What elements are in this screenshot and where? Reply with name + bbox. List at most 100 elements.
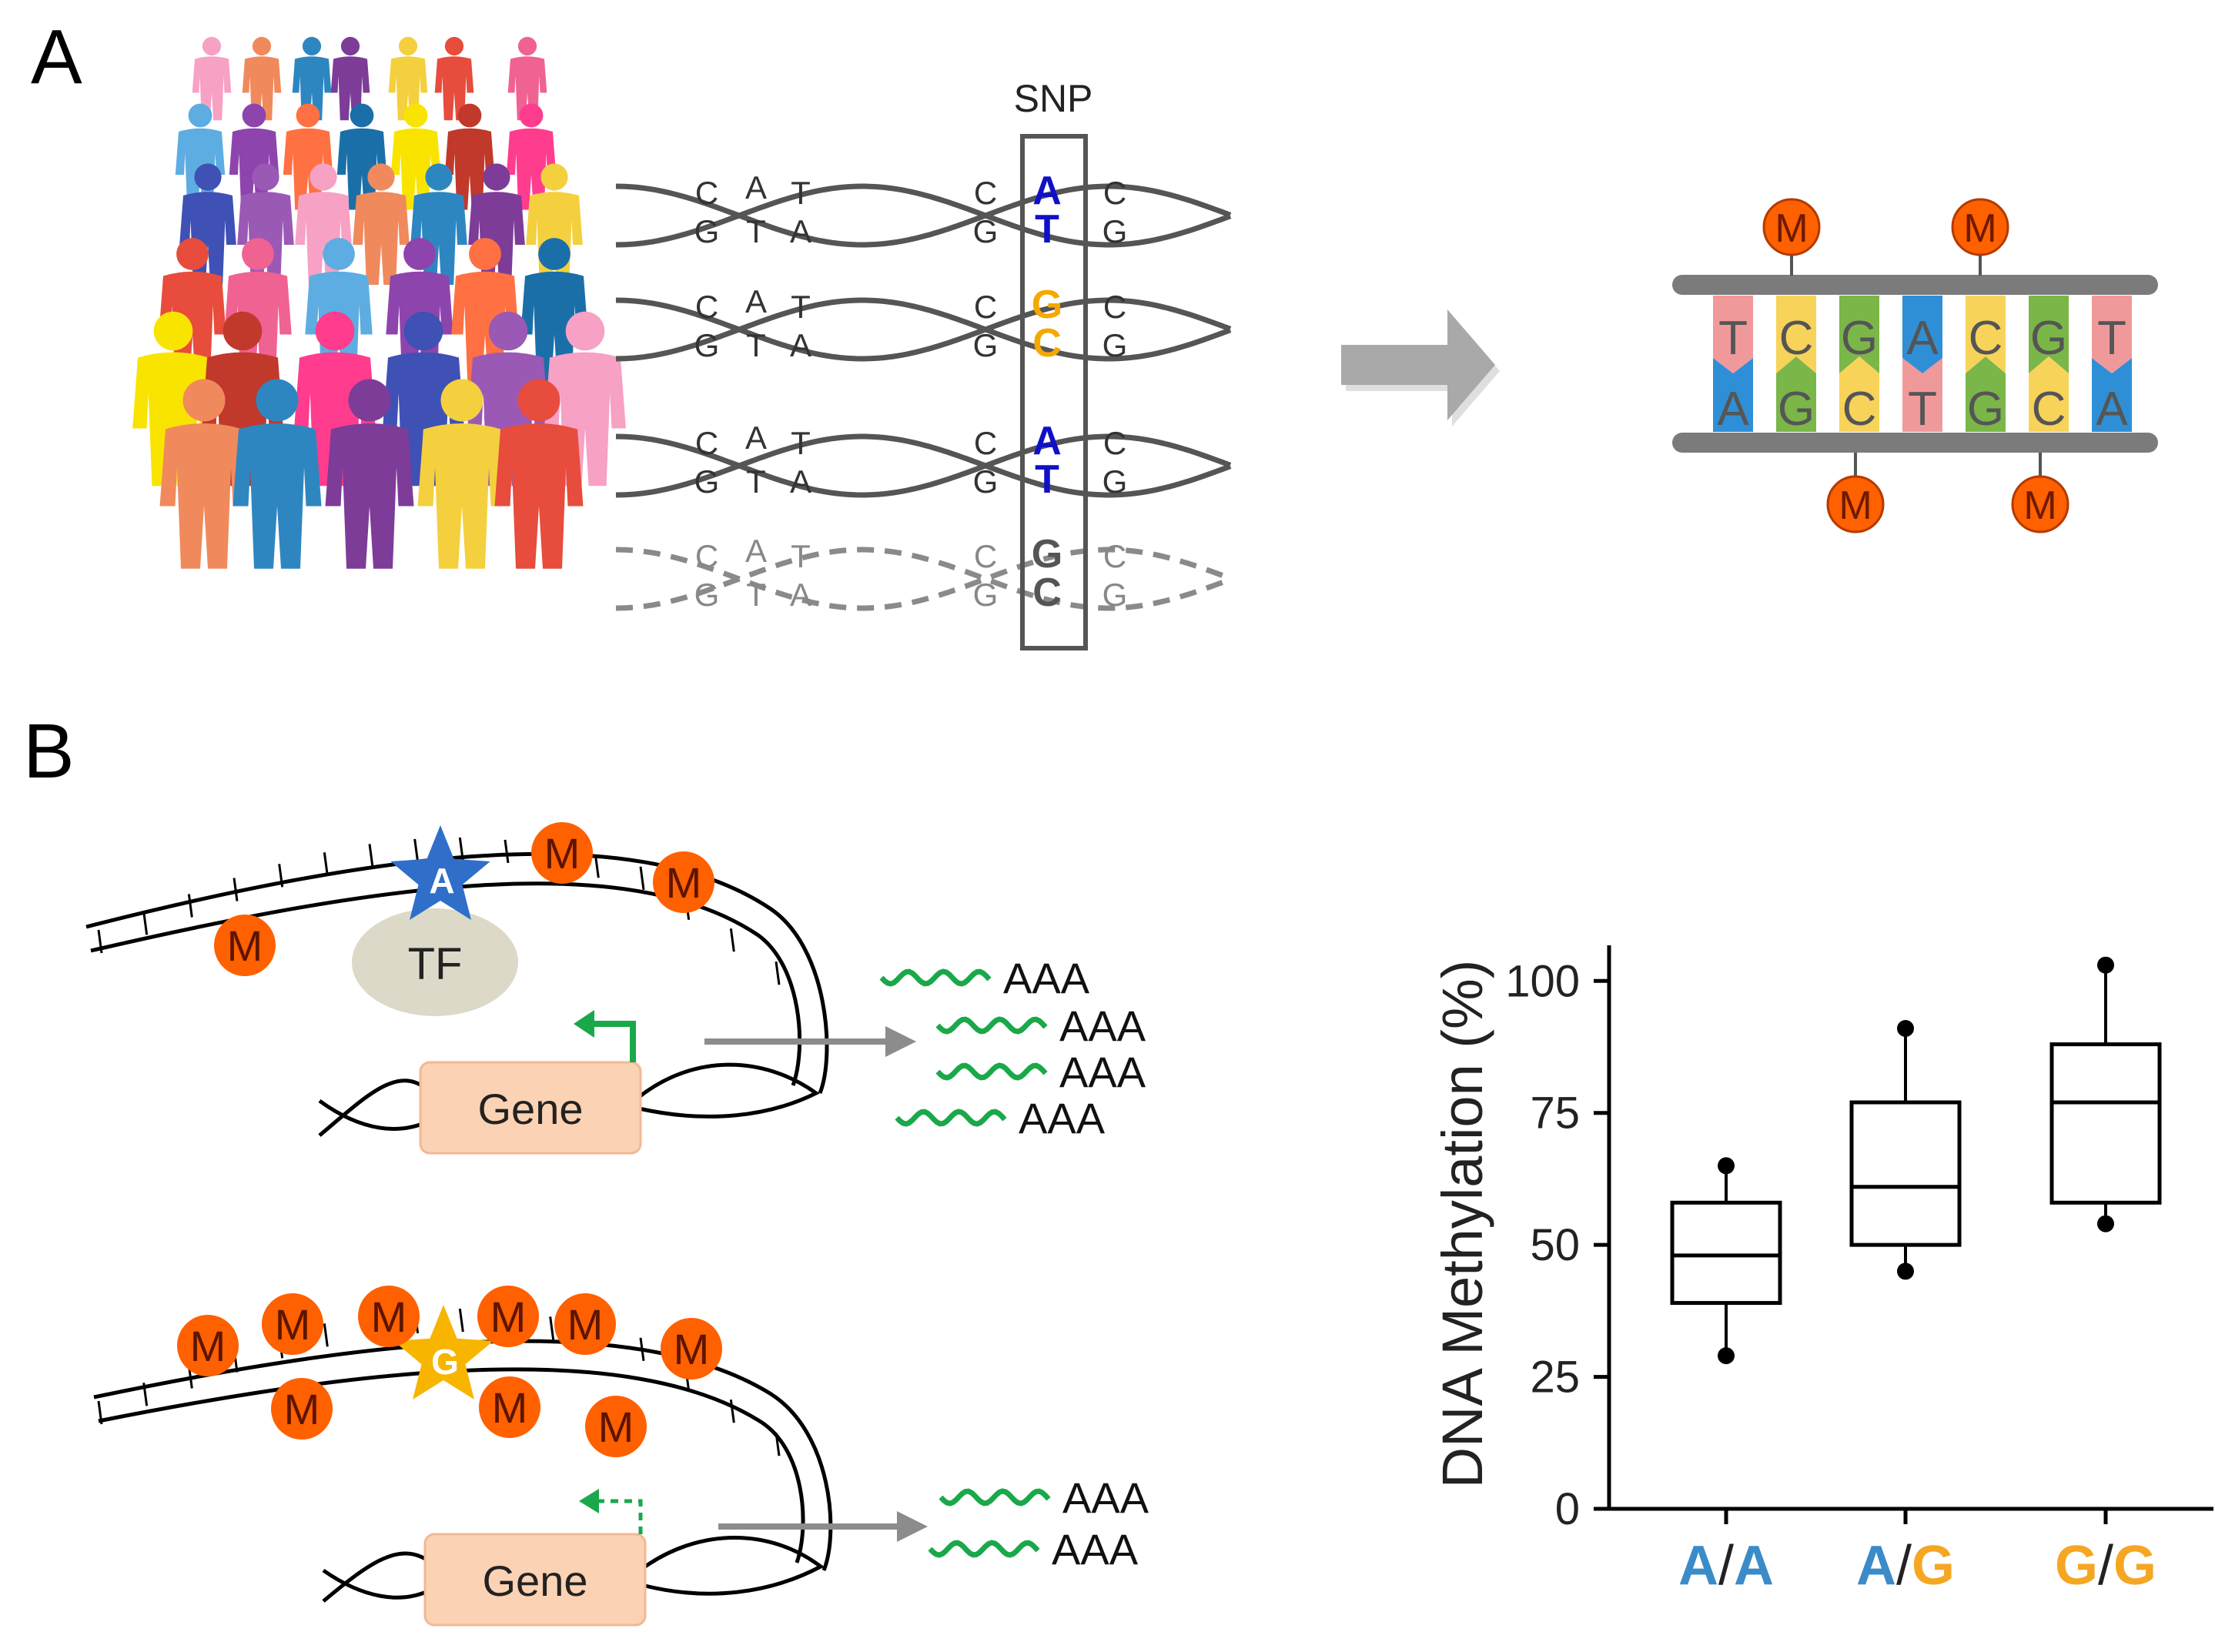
person-head	[517, 379, 560, 422]
ladder-base-top-5: C	[1969, 312, 2003, 365]
person-head	[302, 36, 322, 56]
polya-tail-label: AAA	[1019, 1094, 1106, 1142]
base-pair-bottom-2	[1776, 356, 1816, 432]
population-crowd	[132, 36, 626, 569]
person-head	[242, 238, 274, 270]
person-icon	[390, 103, 441, 210]
base-bottom-3-6: G	[1102, 463, 1128, 500]
base-bottom-2-3: A	[790, 327, 811, 363]
x-category-label: G/G	[2055, 1535, 2156, 1597]
person-icon	[353, 163, 410, 285]
base-bottom-2-2: T	[746, 327, 766, 363]
base-bottom-4-3: A	[790, 577, 811, 613]
ladder-base-top-4: A	[1906, 312, 1939, 365]
base-bottom-3-2: T	[746, 463, 766, 500]
base-top-2-6: C	[1103, 289, 1126, 325]
methyl-label-3: M	[1839, 483, 1872, 528]
base-bottom-4-6: G	[1102, 577, 1128, 613]
chromatin-rung	[775, 961, 781, 985]
x-category-label: A/G	[1856, 1535, 1955, 1597]
person-head	[242, 103, 266, 128]
mrna-wave	[895, 1109, 1007, 1127]
methyl-label: M	[284, 1385, 320, 1433]
base-bottom-2-6: G	[1102, 327, 1128, 363]
base-bottom-1-2: T	[746, 213, 766, 249]
person-head	[519, 103, 544, 128]
base-top-3-3: T	[791, 425, 811, 461]
promoter-arrow-active-icon	[589, 1021, 636, 1062]
person-head	[348, 379, 391, 422]
methyl-circle-3	[1826, 475, 1885, 533]
person-body	[237, 192, 294, 285]
panel-b-label: B	[23, 708, 75, 794]
person-head	[323, 238, 355, 270]
base-top-4-6: C	[1103, 538, 1126, 574]
base-bottom-3-1: G	[694, 463, 720, 500]
person-head	[469, 238, 501, 270]
person-head	[315, 311, 355, 351]
base-bottom-4-2: T	[746, 577, 766, 613]
base-top-2-1: C	[695, 289, 718, 325]
methyl-circle	[477, 1286, 539, 1347]
person-icon	[336, 103, 387, 210]
y-tick-label: 25	[1530, 1353, 1580, 1403]
chromatin-rung	[323, 1323, 329, 1347]
person-head	[538, 238, 570, 270]
mrna-wave	[935, 1062, 1048, 1081]
base-bottom-4-5: C	[1032, 570, 1062, 615]
chromatin-rung	[775, 1433, 781, 1456]
base-bottom-1-4: G	[973, 213, 999, 249]
base-top-4-3: T	[791, 538, 811, 574]
methyl-circle	[358, 1286, 420, 1347]
chromatin-rung	[278, 864, 284, 888]
base-top-1-5: A	[1032, 169, 1062, 213]
ladder-base-bottom-1: A	[1717, 383, 1749, 436]
person-head	[398, 36, 418, 56]
person-head	[403, 311, 443, 351]
base-pair-bottom-4	[1902, 358, 1942, 432]
methyl-circle-1	[1762, 198, 1821, 256]
base-top-3-6: C	[1103, 425, 1126, 461]
person-head	[517, 36, 537, 56]
methyl-label: M	[598, 1403, 634, 1451]
person-head	[457, 103, 482, 128]
methyl-label: M	[371, 1293, 407, 1341]
allele-g-star-label: G	[431, 1342, 459, 1382]
base-top-1-3: T	[791, 175, 811, 211]
transcription-arrow-upper-icon	[704, 1026, 916, 1057]
base-pair-bottom-7	[2092, 358, 2132, 432]
person-head	[176, 238, 209, 270]
polya-tail-label: AAA	[1059, 1002, 1146, 1050]
person-body	[159, 423, 249, 569]
base-bottom-4-4: G	[973, 577, 999, 613]
chromatin-rung	[729, 1399, 735, 1423]
base-bottom-1-5: T	[1035, 207, 1059, 252]
person-icon	[417, 379, 507, 569]
chromatin-rung	[368, 844, 374, 868]
person-body	[434, 56, 474, 121]
person-head	[444, 36, 464, 56]
allele-a-star-icon: A	[390, 825, 490, 920]
methylation-marks-upper: MMM	[214, 822, 714, 976]
person-body	[336, 128, 387, 210]
methyl-circle	[531, 822, 593, 884]
person-head	[403, 238, 436, 270]
dna-backbone-3-a	[615, 433, 1232, 498]
chromatin-rung	[639, 866, 645, 891]
max-point	[1897, 1020, 1914, 1037]
chromatin-rung	[97, 929, 103, 954]
person-body	[468, 192, 525, 285]
chromatin-rung	[413, 838, 420, 863]
base-bottom-3-5: T	[1035, 457, 1059, 502]
polya-tail-label: AAA	[1062, 1473, 1149, 1522]
transcription-factor	[352, 908, 518, 1016]
person-body	[292, 56, 332, 121]
base-pair-bottom-6	[2029, 356, 2069, 432]
person-head	[252, 36, 272, 56]
person-head	[340, 36, 360, 56]
person-icon	[494, 379, 584, 569]
person-head	[182, 379, 226, 422]
